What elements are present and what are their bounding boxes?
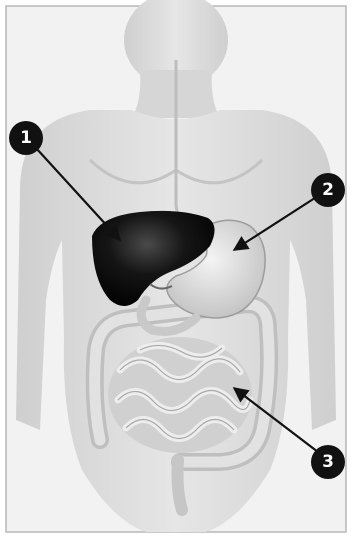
callout-number-2: 2 (322, 180, 334, 200)
callout-number-1: 1 (20, 128, 32, 148)
callout-badge-2: 2 (311, 173, 345, 207)
callout-badge-1: 1 (9, 121, 43, 155)
callout-number-3: 3 (322, 452, 334, 472)
callout-badge-3: 3 (311, 445, 345, 479)
